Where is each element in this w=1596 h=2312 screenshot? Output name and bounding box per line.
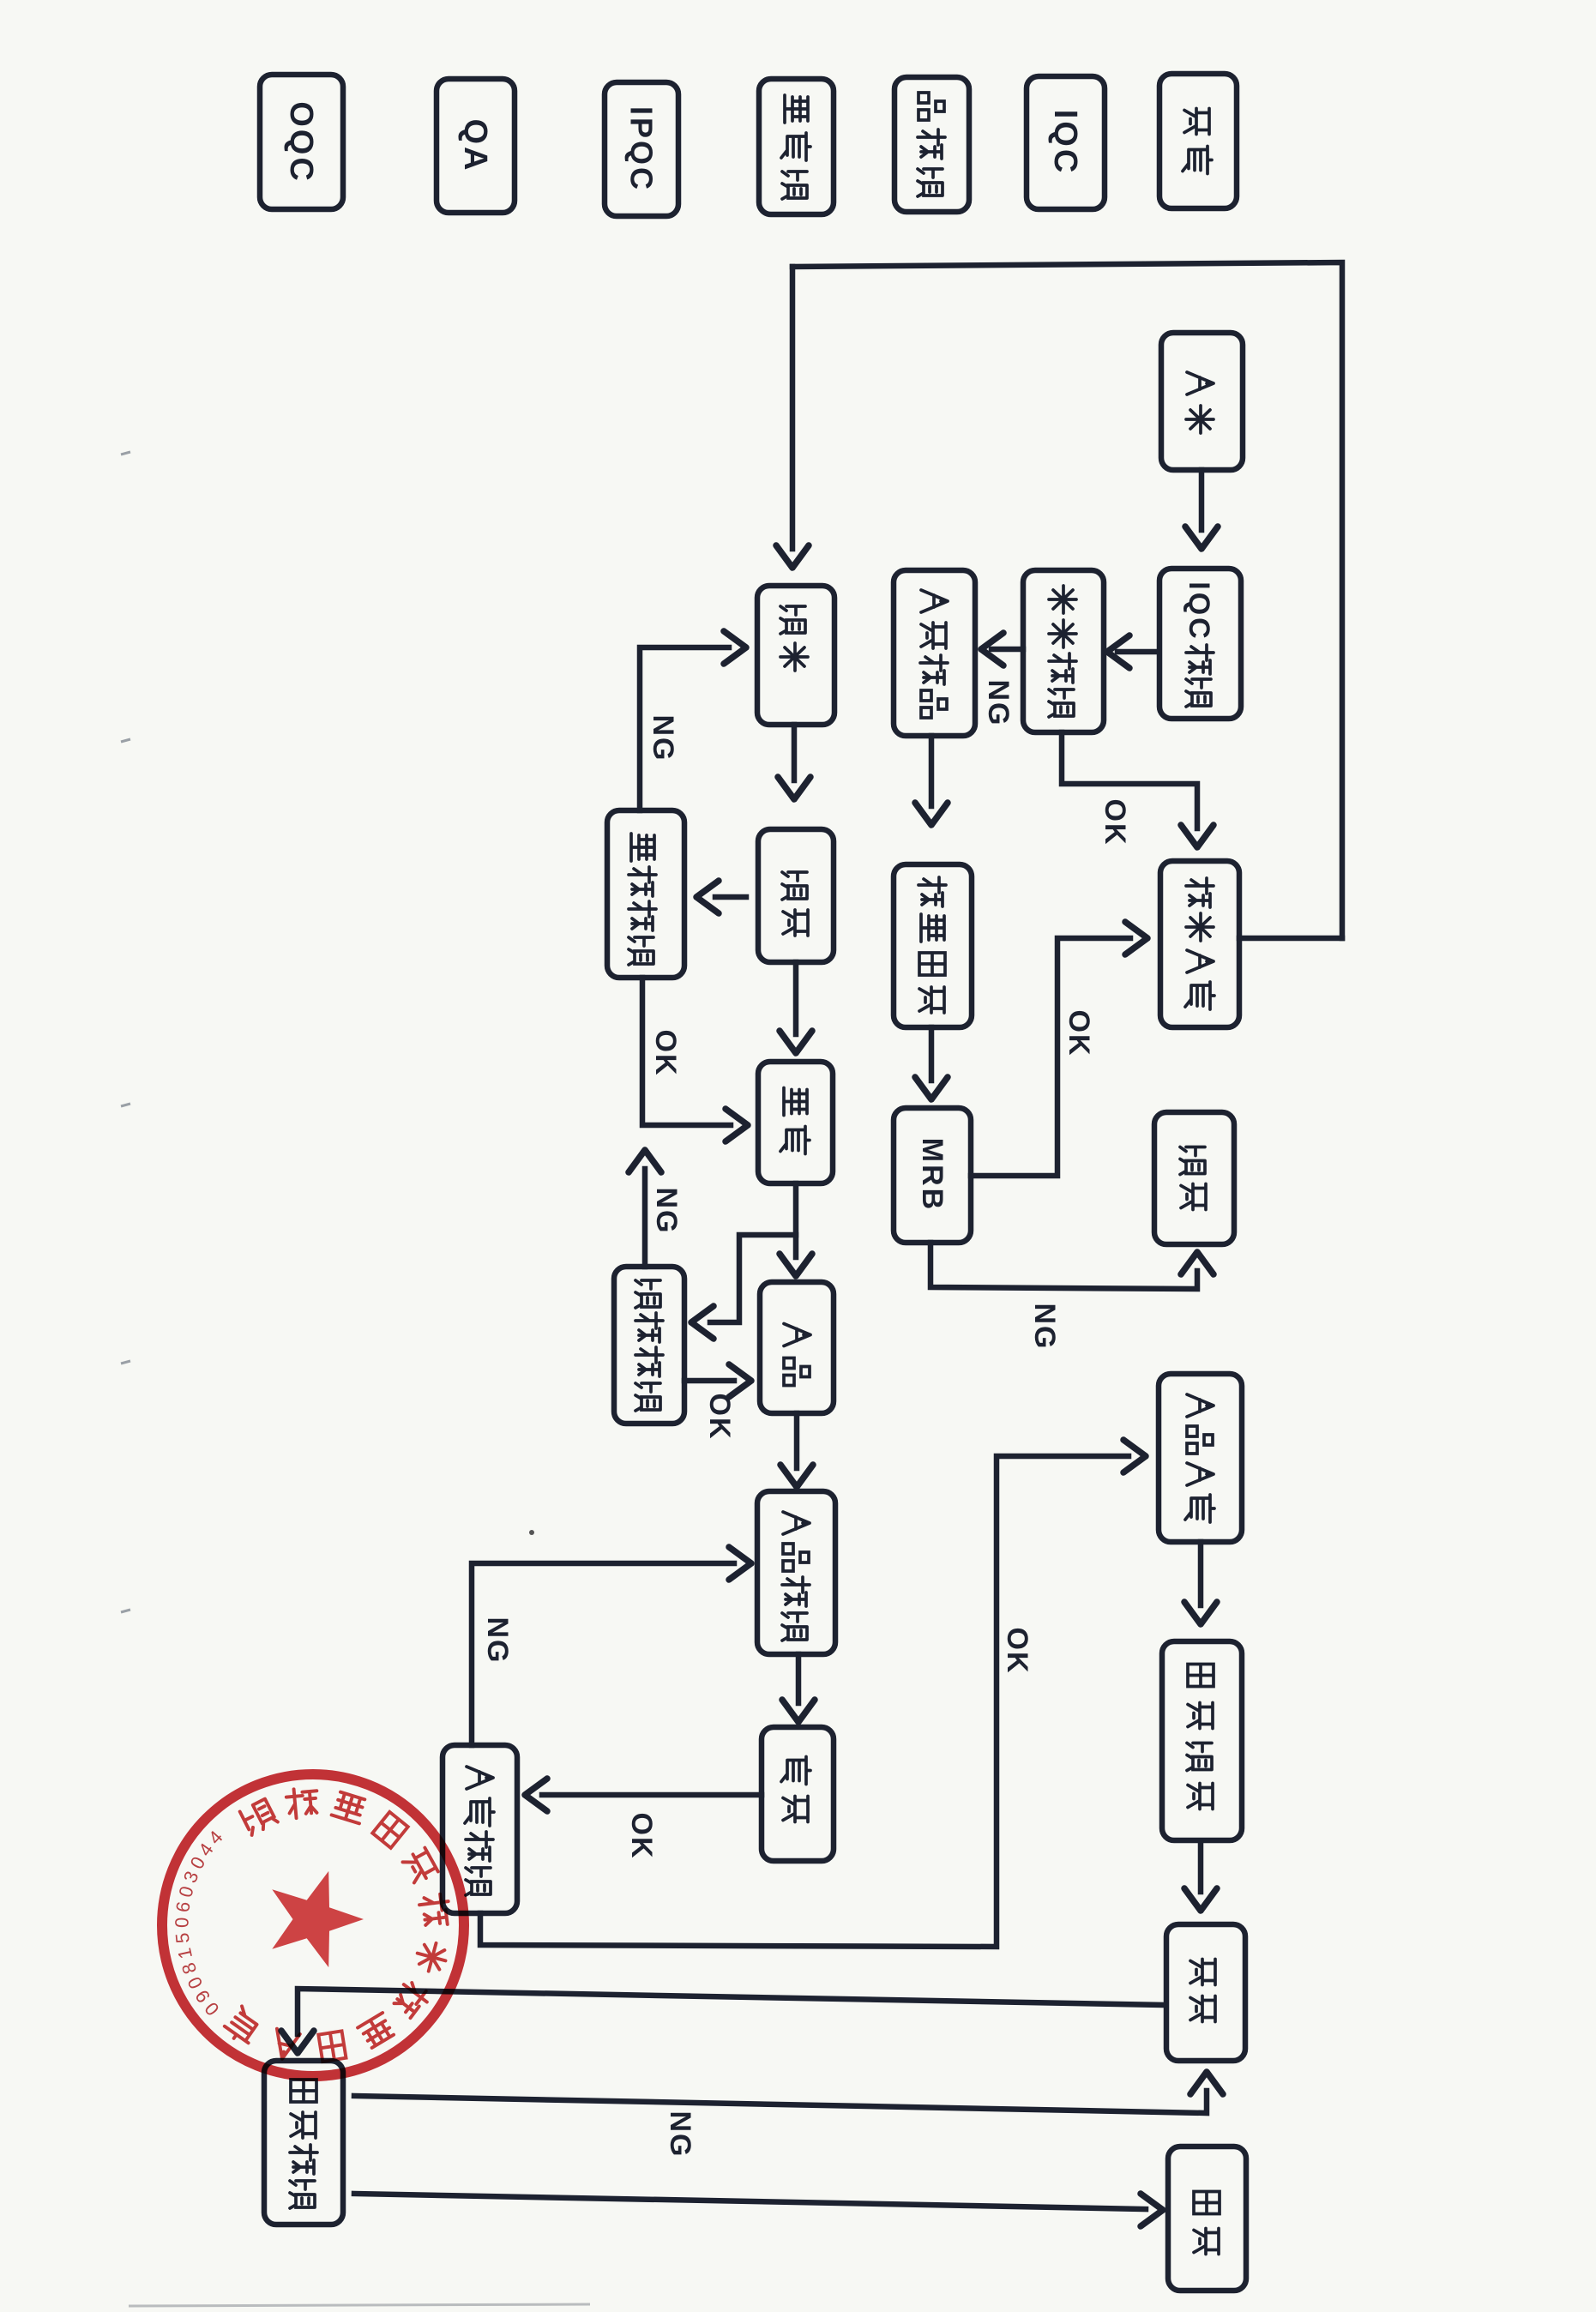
svg-text:NG: NG bbox=[1028, 1304, 1061, 1351]
svg-text:IPQC: IPQC bbox=[624, 106, 659, 192]
svg-text:IQC: IQC bbox=[1183, 581, 1215, 641]
svg-text:OK: OK bbox=[649, 1030, 682, 1077]
svg-text:NG: NG bbox=[481, 1617, 514, 1665]
svg-text:0: 0 bbox=[174, 1884, 197, 1900]
svg-text:OQC: OQC bbox=[283, 101, 319, 184]
svg-text:OK: OK bbox=[703, 1394, 736, 1441]
svg-text:0: 0 bbox=[171, 1917, 192, 1928]
svg-text:3: 3 bbox=[179, 1868, 203, 1886]
svg-text:1: 1 bbox=[173, 1946, 196, 1960]
svg-text:MRB: MRB bbox=[916, 1138, 949, 1212]
svg-text:0: 0 bbox=[184, 1973, 208, 1992]
svg-text:OK: OK bbox=[1063, 1010, 1095, 1057]
svg-text:NG: NG bbox=[664, 2111, 696, 2158]
svg-text:OK: OK bbox=[1099, 799, 1131, 846]
svg-text:8: 8 bbox=[178, 1960, 202, 1977]
svg-text:NG: NG bbox=[650, 1188, 683, 1235]
svg-text:IQC: IQC bbox=[1047, 110, 1083, 176]
svg-text:6: 6 bbox=[172, 1900, 194, 1914]
svg-text:QA: QA bbox=[457, 119, 493, 173]
svg-text:5: 5 bbox=[172, 1932, 194, 1945]
svg-text:NG: NG bbox=[647, 715, 679, 762]
svg-text:NG: NG bbox=[982, 680, 1015, 727]
svg-text:OK: OK bbox=[1001, 1628, 1033, 1675]
svg-text:OK: OK bbox=[625, 1813, 658, 1860]
